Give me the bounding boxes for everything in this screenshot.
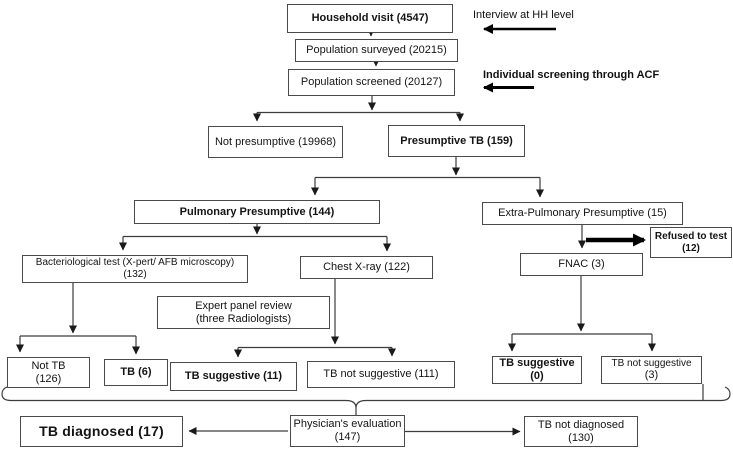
node-label-line2: (126) [35, 372, 62, 385]
node-label: TB suggestive (11) [184, 370, 283, 383]
node-label-line1: TB not diagnosed [537, 418, 625, 431]
node-label: FNAC (3) [558, 258, 605, 271]
node-label-line2: (130) [568, 431, 594, 444]
node-label-line1: TB suggestive [499, 357, 575, 370]
node-label-line2: (3) [644, 369, 659, 382]
node-household-visit: Household visit (4547) [287, 4, 453, 33]
brace-collector [1, 386, 731, 409]
node-label: Presumptive TB (159) [400, 134, 513, 147]
node-label: Household visit (4547) [311, 12, 429, 25]
node-not-presumptive: Not presumptive (19968) [208, 126, 343, 158]
node-tb-not-suggestive-111: TB not suggestive (111) [307, 361, 455, 388]
node-chest-xray: Chest X-ray (122) [300, 256, 433, 279]
node-label: Extra-Pulmonary Presumptive (15) [498, 207, 667, 220]
node-label-line1: Not TB [31, 359, 66, 372]
node-label: TB not suggestive (111) [323, 368, 439, 381]
node-label: TB diagnosed (17) [39, 423, 164, 440]
node-expert-panel-review: Expert panel review (three Radiologists) [157, 296, 330, 329]
node-label-line1: TB not suggestive [611, 357, 692, 369]
node-tb-not-suggestive-3: TB not suggestive (3) [601, 356, 702, 384]
node-pulmonary-presumptive: Pulmonary Presumptive (144) [134, 200, 380, 224]
node-population-surveyed: Population surveyed (20215) [295, 39, 458, 62]
node-label: Pulmonary Presumptive (144) [179, 205, 335, 218]
node-presumptive-tb: Presumptive TB (159) [388, 125, 525, 157]
node-physician-evaluation: Physician's evaluation (147) [290, 415, 405, 447]
node-fnac: FNAC (3) [520, 253, 643, 276]
node-label-line2: (0) [530, 370, 544, 382]
node-tb-not-diagnosed: TB not diagnosed (130) [524, 416, 638, 447]
node-population-screened: Population screened (20127) [288, 69, 455, 96]
node-extra-pulmonary-presumptive: Extra-Pulmonary Presumptive (15) [482, 202, 683, 225]
annotation-interview-hh-level: Interview at HH level [473, 9, 574, 21]
node-label-line2: (12) [682, 242, 700, 254]
node-not-tb: Not TB (126) [7, 357, 90, 388]
node-tb-diagnosed: TB diagnosed (17) [20, 416, 183, 447]
node-label: Not presumptive (19968) [214, 135, 337, 148]
node-tb-6: TB (6) [104, 359, 168, 386]
node-label-line1: Physician's evaluation [293, 418, 402, 431]
node-refused-to-test: Refused to test (12) [650, 227, 732, 258]
node-bacteriological-test: Bacteriological test (X-pert/ AFB micros… [22, 255, 248, 283]
node-label: Population screened (20127) [300, 76, 443, 89]
node-label-line1: Refused to test [654, 230, 728, 242]
node-label-line1: Bacteriological test (X-pert/ AFB micros… [35, 257, 235, 269]
node-label: Chest X-ray (122) [323, 261, 410, 274]
node-tb-suggestive-11: TB suggestive (11) [170, 362, 297, 391]
node-label-line2: (147) [334, 431, 361, 443]
node-label-line1: Expert panel review [195, 299, 292, 312]
node-label-line2: (132) [123, 269, 147, 280]
node-label: Population surveyed (20215) [306, 44, 447, 57]
annotation-individual-screening-acf: Individual screening through ACF [483, 69, 660, 81]
node-tb-suggestive-0: TB suggestive (0) [492, 356, 582, 384]
node-label: TB (6) [120, 366, 152, 379]
node-label-line2: (three Radiologists) [195, 312, 292, 325]
